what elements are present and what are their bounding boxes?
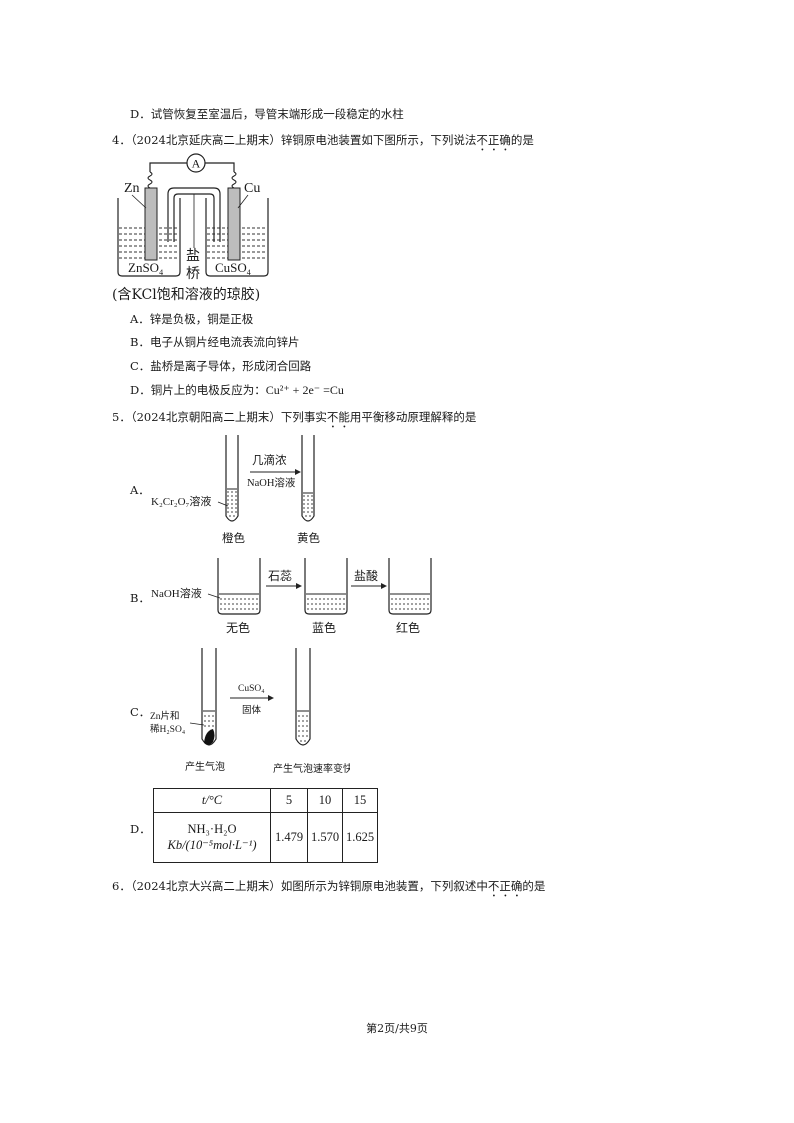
q4-stem-emphasis: 不正确	[476, 133, 511, 147]
salt-bridge-label-1: 盐	[186, 248, 200, 264]
q4-option-a: A．锌是负极，铜是正极	[130, 312, 254, 326]
red-label: 红色	[396, 620, 420, 635]
page-number: 第2页/共9页	[366, 1022, 428, 1035]
q5-option-d-letter: D．	[130, 822, 151, 836]
q5-stem-prefix: 5．（2024北京朝阳高二上期末）下列事实	[112, 410, 327, 424]
kb-row-header: NH₃·H₂O Kb/(10⁻⁵mol·L⁻¹)	[153, 812, 271, 863]
faster-bubbles-label: 产生气泡速率变快	[273, 762, 350, 775]
orange-color-label: 橙色	[222, 531, 245, 545]
q5-stem: 5．（2024北京朝阳高二上期末）下列事实不能用平衡移动原理解释的是	[112, 409, 476, 431]
colorless-label: 无色	[226, 621, 250, 635]
zinc-label: Zn	[124, 181, 140, 196]
litmus-label: 石蕊	[268, 569, 292, 583]
salt-bridge-outer	[167, 187, 221, 242]
q3-option-d: D．试管恢复至室温后，导管末端形成一段稳定的水柱	[130, 107, 404, 121]
zinc-acid-label-2: 稀H₂SO₄	[150, 723, 185, 735]
q6-stem-emphasis: 不正确	[487, 879, 523, 893]
tube-before-liquid	[227, 491, 237, 517]
q5-option-a-letter: A．	[130, 483, 150, 497]
ammeter-label: A	[192, 157, 201, 171]
copper-sulfate-label: CuSO4	[215, 260, 251, 277]
test-tube-zinc	[201, 648, 217, 746]
wire-right	[205, 162, 235, 172]
kb-unit-label: Kb/(10⁻⁵mol·L⁻¹)	[167, 838, 257, 852]
kb-temperature-table: t/°C 5 10 15 NH₃·H₂O Kb/(10⁻⁵mol·L⁻¹) 1.…	[153, 788, 378, 863]
salt-bridge-caption: (含KCl饱和溶液的琼胶)	[112, 287, 261, 303]
temp-header: t/°C	[153, 788, 271, 813]
blue-label: 蓝色	[312, 621, 336, 635]
q4-stem-prefix: 4．（2024北京延庆高二上期末）锌铜原电池装置如下图所示，下列说法	[112, 133, 477, 147]
left-beaker	[117, 198, 181, 277]
q4-option-c: C．盐桥是离子导体，形成闭合回路	[130, 359, 312, 373]
kb-value-15: 1.625	[342, 812, 378, 863]
temp-cell-5: 5	[270, 788, 308, 813]
q6-stem: 6．（2024北京大兴高二上期末）如图所示为锌铜原电池装置，下列叙述中不正确的是	[112, 878, 545, 900]
left-clip	[147, 171, 153, 189]
test-tube-before	[225, 435, 239, 522]
copper-reduction-equation: Cu²⁺ + 2e⁻ =Cu	[265, 383, 344, 397]
beaker-1	[217, 558, 261, 615]
copper-label: Cu	[244, 181, 260, 196]
right-beaker	[205, 198, 269, 277]
q5-stem-emphasis: 不能	[326, 410, 350, 424]
zinc-acid-label-1: Zn片和	[150, 710, 180, 722]
q4-stem: 4．（2024北京延庆高二上期末）锌铜原电池装置如下图所示，下列说法不正确的是	[112, 132, 534, 154]
salt-bridge-label-2: 桥	[186, 266, 200, 282]
right-clip	[231, 171, 237, 189]
kb-value-10: 1.570	[307, 812, 343, 863]
ammonia-label: NH₃·H₂O	[187, 822, 237, 836]
cuso4-label: CuSO₄	[238, 684, 265, 694]
naoh-solution-label: NaOH溶液	[151, 586, 202, 600]
q4-option-b: B．电子从铜片经电流表流向锌片	[130, 335, 300, 349]
zinc-electrode	[144, 187, 158, 261]
beaker-2	[304, 558, 348, 615]
litmus-beaker-diagram: NaOH溶液 石蕊 盐酸 无色 蓝色 红色	[151, 558, 432, 635]
q4-option-d: D．铜片上的电极反应为：Cu²⁺ + 2e⁻ =Cu	[130, 382, 344, 398]
q4-stem-suffix: 的是	[510, 133, 534, 147]
dichromate-test-tube-diagram: K₂Cr₂O₇溶液 几滴浓 NaOH溶液 橙色 黄色	[151, 435, 320, 545]
beaker-3	[388, 558, 432, 615]
temp-cell-10: 10	[307, 788, 343, 813]
kb-value-5: 1.479	[270, 812, 308, 863]
galvanic-cell-diagram: A Zn Cu ZnSO4 CuSO4 盐 桥	[117, 153, 269, 282]
dichromate-label: K₂Cr₂O₇溶液	[151, 494, 211, 508]
q5-option-b-letter: B．	[130, 591, 150, 605]
zinc-sulfate-label: ZnSO4	[128, 260, 163, 277]
zinc-acid-test-tube-diagram: Zn片和 稀H₂SO₄ CuSO₄ 固体 产生气泡 产生气泡速率变快	[150, 648, 350, 775]
tube-after-liquid	[303, 495, 313, 517]
zinc-pieces	[204, 729, 215, 745]
test-tube-after-cuso4	[295, 648, 311, 746]
copper-electrode	[227, 187, 241, 261]
arrow-top-label: 几滴浓	[252, 453, 287, 467]
q5-stem-suffix: 用平衡移动原理解释的是	[349, 410, 477, 424]
q6-stem-suffix: 的是	[522, 879, 546, 893]
hydrochloric-acid-label: 盐酸	[354, 568, 378, 583]
q4-option-d-text: D．铜片上的电极反应为：	[130, 383, 266, 397]
temp-cell-15: 15	[342, 788, 378, 813]
q5-option-c-letter: C．	[130, 705, 151, 719]
arrow-bottom-label: NaOH溶液	[247, 476, 296, 489]
yellow-color-label: 黄色	[297, 531, 320, 545]
bubbles-label: 产生气泡	[185, 760, 225, 773]
wire-left	[149, 162, 187, 172]
solid-label: 固体	[242, 704, 262, 716]
q6-stem-prefix: 6．（2024北京大兴高二上期末）如图所示为锌铜原电池装置，下列叙述中	[112, 879, 488, 893]
test-tube-after	[301, 435, 315, 522]
